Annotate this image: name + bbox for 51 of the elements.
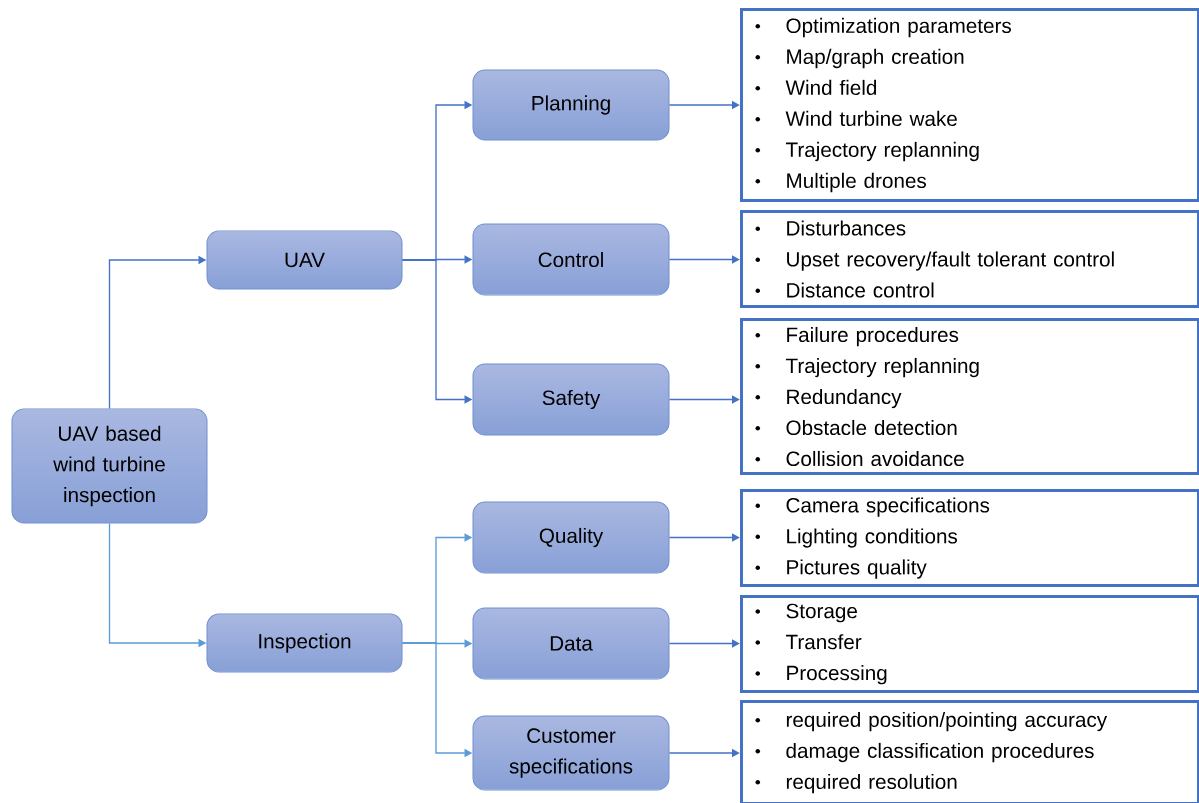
bullet-item: Collision avoidance (755, 450, 964, 467)
bullet-item: Trajectory replanning (755, 141, 979, 162)
bullet-item: Map/graph creation (755, 48, 964, 69)
bullet-item: Lighting conditions (755, 528, 958, 548)
process-box (11, 408, 208, 524)
arrow (668, 533, 740, 542)
process-box (472, 607, 670, 680)
box-label: Safety (542, 389, 601, 410)
box-label: Planning (532, 95, 610, 115)
box-label: UAV based wind turbine inspection (53, 425, 165, 507)
box-label: Quality (539, 527, 604, 548)
list-box (740, 210, 1199, 308)
process-box (472, 363, 670, 436)
bullet-item: Obstacle detection (755, 419, 957, 436)
bullet-item: Trajectory replanning (755, 357, 979, 378)
list-box (740, 8, 1199, 202)
bullet-item: Transfer (755, 634, 862, 650)
arrow (668, 395, 740, 404)
process-box (472, 69, 670, 141)
bullet-item: Processing (755, 665, 887, 685)
process-box (472, 715, 670, 791)
box-label: Inspection (259, 633, 351, 653)
bullet-item: Upset recovery/fault tolerant control (755, 251, 1114, 271)
bullet-item: required position/pointing accuracy (755, 711, 1108, 732)
bullet-item: Storage (755, 603, 857, 623)
arrow (668, 639, 740, 648)
box-label: Customer specifications (509, 728, 633, 778)
bullet-item: required resolution (755, 773, 957, 794)
bullet-item: Pictures quality (755, 559, 927, 579)
box-label: UAV (285, 252, 325, 268)
bullet-item: Failure procedures (755, 326, 959, 347)
list-box (740, 489, 1199, 587)
list-box (740, 700, 1199, 803)
bullet-item: Wind turbine wake (755, 110, 957, 127)
process-box (472, 501, 670, 574)
bullet-item: damage classification procedures (755, 742, 1094, 763)
bullet-item: Camera specifications (755, 497, 990, 517)
list-box (740, 318, 1199, 475)
process-box (472, 223, 670, 296)
bullet-item: Wind field (755, 79, 877, 96)
arrow (668, 255, 740, 264)
list-box (740, 595, 1199, 693)
bullet-item: Multiple drones (755, 172, 926, 193)
bullet-item: Optimization parameters (755, 17, 1011, 38)
box-label: Data (550, 636, 593, 651)
bullet-item: Disturbances (755, 220, 906, 236)
process-box (206, 230, 403, 290)
bullet-item: Redundancy (755, 388, 902, 409)
bullet-item: Distance control (755, 282, 934, 298)
process-box (206, 613, 403, 673)
box-label: Control (538, 251, 603, 268)
